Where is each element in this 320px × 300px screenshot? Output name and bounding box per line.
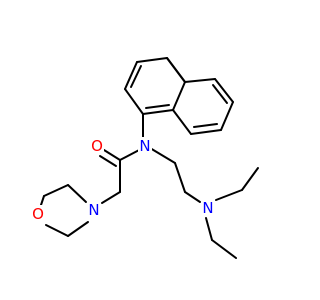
bond bbox=[67, 184, 87, 203]
atom-symbol: O bbox=[32, 205, 44, 223]
morpholine-oxygen-label: O bbox=[31, 205, 45, 223]
bond bbox=[136, 57, 168, 63]
atom-symbol: N bbox=[88, 201, 99, 219]
atom-symbol: N bbox=[202, 199, 213, 217]
bond bbox=[172, 109, 192, 135]
bond bbox=[241, 167, 259, 191]
bond bbox=[190, 129, 222, 135]
bond bbox=[205, 217, 213, 241]
carbonyl-oxygen-label: O bbox=[90, 137, 104, 155]
bond bbox=[101, 191, 121, 204]
amide-nitrogen-label: N bbox=[138, 137, 152, 155]
atom-labels: O N N N O bbox=[31, 137, 215, 223]
bond bbox=[130, 65, 142, 88]
bond bbox=[124, 88, 144, 115]
morpholine-nitrogen-label: N bbox=[87, 201, 101, 219]
structure-diagram: O N N N O bbox=[31, 57, 259, 259]
bond bbox=[184, 191, 201, 203]
naphthalene-ring bbox=[124, 57, 234, 135]
bond bbox=[172, 81, 186, 111]
bond bbox=[174, 162, 186, 193]
bond bbox=[214, 78, 234, 103]
bond bbox=[67, 221, 89, 237]
bond bbox=[212, 84, 228, 104]
morpholine-ring bbox=[39, 184, 89, 237]
bond bbox=[124, 61, 138, 90]
bond bbox=[220, 101, 234, 131]
bond bbox=[43, 184, 69, 197]
amide-and-chains bbox=[99, 113, 259, 259]
bond bbox=[103, 149, 121, 161]
bond bbox=[215, 189, 243, 201]
bond bbox=[145, 104, 170, 109]
bond bbox=[142, 109, 174, 115]
bond bbox=[149, 147, 176, 164]
bond bbox=[184, 78, 216, 83]
bond bbox=[211, 239, 237, 259]
atom-symbol: N bbox=[139, 137, 150, 155]
bond bbox=[45, 224, 69, 237]
bond bbox=[193, 123, 218, 128]
atom-symbol: O bbox=[91, 137, 103, 155]
amine-nitrogen-label: N bbox=[201, 199, 215, 217]
bond bbox=[166, 57, 186, 83]
bond bbox=[99, 155, 117, 167]
